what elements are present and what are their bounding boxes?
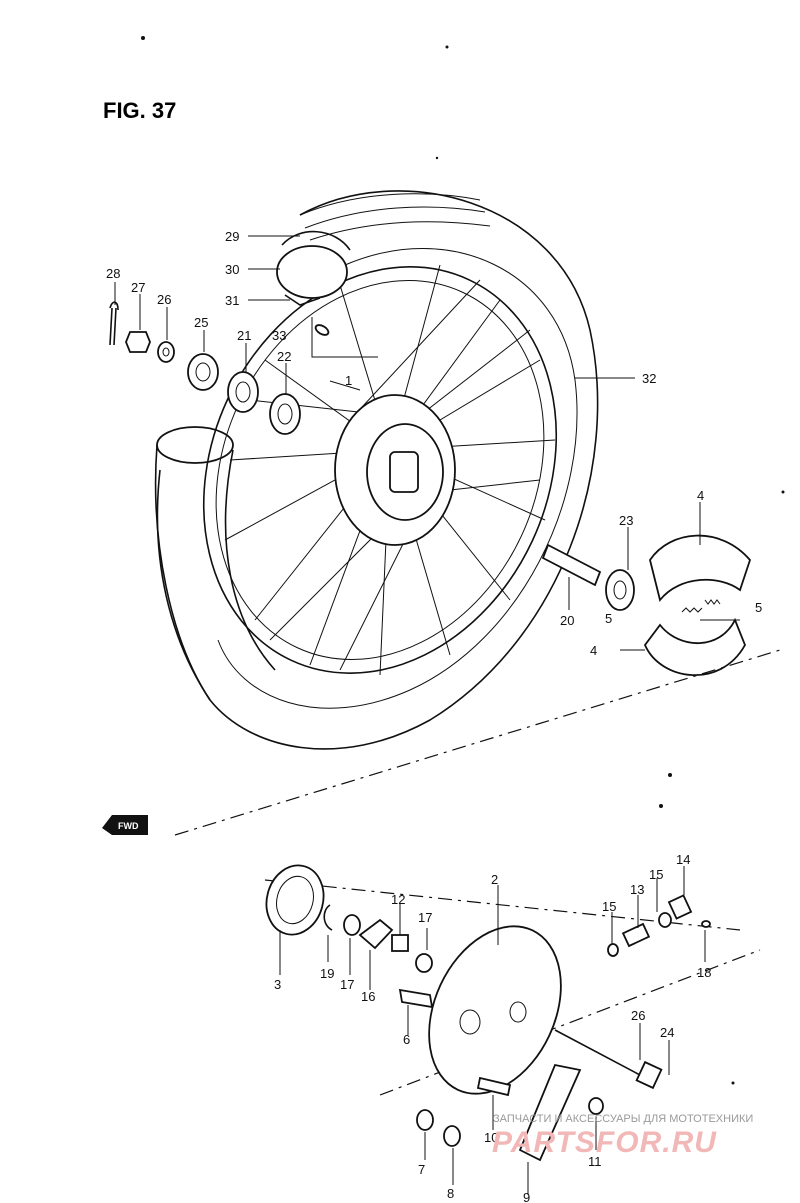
callout-5-left: 5 [605, 611, 612, 626]
callout-13: 13 [630, 882, 644, 897]
callout-labels: 1 2 3 4 4 5 5 6 7 8 9 10 11 12 13 14 15 … [106, 229, 762, 1203]
callout-9: 9 [523, 1190, 530, 1203]
watermark: ЗАПЧАСТИ И АКСЕССУАРЫ ДЛЯ МОТОТЕХНИКИ PA… [492, 1113, 753, 1159]
watermark-tagline: ЗАПЧАСТИ И АКСЕССУАРЫ ДЛЯ МОТОТЕХНИКИ [493, 1113, 753, 1125]
scan-specks [141, 36, 785, 1085]
spoke-nipple [314, 324, 330, 336]
callout-33: 33 [272, 328, 286, 343]
brake-panel-assembly [265, 864, 711, 1162]
callout-4-lower: 4 [590, 643, 597, 658]
tube-valve [284, 294, 321, 306]
callout-29: 29 [225, 229, 239, 244]
callout-30: 30 [225, 262, 239, 277]
callout-10: 10 [484, 1130, 498, 1145]
callout-25: 25 [194, 315, 208, 330]
callout-26-upper: 26 [157, 292, 171, 307]
callout-20: 20 [560, 613, 574, 628]
callout-19: 19 [320, 966, 334, 981]
washer [157, 341, 175, 363]
brake-spring-right [704, 599, 721, 605]
callout-12: 12 [391, 892, 405, 907]
callout-27: 27 [131, 280, 145, 295]
torque-bolt [554, 1029, 641, 1076]
callout-31: 31 [225, 293, 239, 308]
brake-shoes [643, 534, 752, 677]
callout-22: 22 [277, 349, 291, 364]
tire-cut-end [156, 426, 234, 464]
watermark-logo: PARTSFOR.RU [492, 1126, 717, 1159]
forward-marker-label: FWD [118, 821, 139, 831]
tire-tread [299, 193, 491, 241]
dust-seal [187, 353, 219, 391]
tire-inner-outline [217, 248, 578, 709]
washer-15-right [658, 912, 672, 928]
bearing-23 [605, 569, 635, 611]
washer-7 [416, 1109, 434, 1131]
callout-8: 8 [447, 1186, 454, 1201]
axle-small-parts [109, 301, 301, 435]
rim-outer [202, 266, 558, 674]
small-screw [701, 920, 711, 928]
callout-24: 24 [660, 1025, 674, 1040]
washer-15-left [607, 943, 619, 957]
cotter-pin [109, 301, 119, 346]
adjust-bolt [621, 922, 651, 948]
oil-seal [265, 864, 325, 936]
axle-nut [125, 331, 151, 353]
cap-nut [667, 894, 693, 920]
callout-18: 18 [697, 965, 711, 980]
callout-16: 16 [361, 989, 375, 1004]
brake-shoe-upper [649, 534, 752, 602]
brake-shoe-lower [643, 617, 746, 677]
torque-nut [635, 1060, 663, 1090]
forward-arrow-icon: FWD [102, 815, 148, 835]
bracket-line-33 [311, 317, 378, 358]
callout-5-right: 5 [755, 600, 762, 615]
callout-17-left: 17 [340, 977, 354, 992]
callout-17-right: 17 [418, 910, 432, 925]
callout-28: 28 [106, 266, 120, 281]
spacer-parts [541, 543, 635, 611]
distance-spacer [541, 543, 602, 587]
brake-camshaft [398, 988, 434, 1009]
callout-1: 1 [345, 373, 352, 388]
figure-title: FIG. 37 [103, 98, 176, 123]
tire-sidewall [154, 444, 211, 701]
axis-line-upper [174, 649, 781, 836]
callout-3: 3 [274, 977, 281, 992]
callout-14: 14 [676, 852, 690, 867]
leader-lines [114, 235, 740, 1195]
cam-lever [518, 1063, 582, 1162]
bearing-right [269, 393, 301, 435]
indicator-plate [358, 918, 394, 950]
nut-11 [588, 1097, 604, 1115]
wheel-assembly [154, 190, 599, 750]
hub-axle-nut [389, 451, 419, 493]
tire-sidewall-inner [224, 449, 276, 671]
washer-17-left [343, 914, 361, 936]
circlip [323, 904, 333, 931]
callout-21: 21 [237, 328, 251, 343]
callout-11: 11 [588, 1154, 602, 1169]
callout-15-left: 15 [602, 899, 616, 914]
brake-panel [428, 925, 562, 1095]
washer-8 [443, 1125, 461, 1147]
callout-15-right: 15 [649, 867, 663, 882]
callout-4-upper: 4 [697, 488, 704, 503]
cam-lever-bolt [476, 1076, 512, 1097]
washer-17-right [415, 953, 433, 973]
callout-7: 7 [418, 1162, 425, 1177]
indicator-gear [391, 934, 409, 952]
callout-23: 23 [619, 513, 633, 528]
brake-spring-left [681, 607, 703, 613]
bearing-left [227, 371, 259, 413]
rim-band [276, 245, 348, 299]
callout-6: 6 [403, 1032, 410, 1047]
rim-band-top [281, 230, 351, 251]
callout-32: 32 [642, 371, 656, 386]
callout-2: 2 [491, 872, 498, 887]
callout-26-lower: 26 [631, 1008, 645, 1023]
